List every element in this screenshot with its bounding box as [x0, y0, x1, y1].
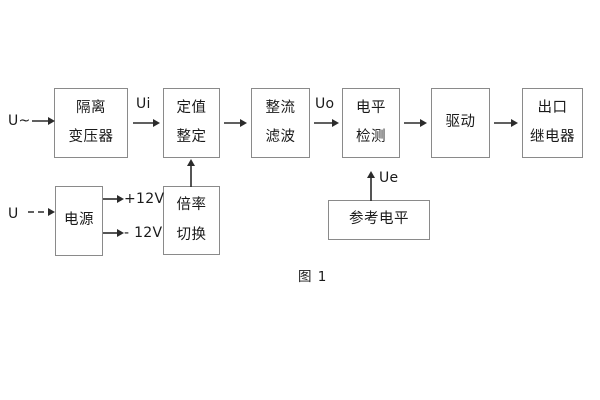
block-rectify-filter[interactable]: 整流 滤波 — [251, 88, 310, 158]
block-level-detection[interactable]: 电平 检测 — [342, 88, 400, 158]
block-power-supply[interactable]: 电源 — [55, 186, 103, 256]
block-label-line2: 切换 — [176, 226, 207, 243]
signal-label-ui: Ui — [136, 96, 151, 112]
signal-label-plus-12v: +12V — [124, 191, 165, 207]
arrow-level-detection-to-drive — [404, 118, 428, 128]
arrow-input-ac-to-isolation-transformer — [32, 116, 56, 126]
block-label-line1: 隔离 — [76, 99, 106, 116]
block-label-line1: 参考电平 — [349, 211, 409, 228]
block-multiplier-switch[interactable]: 倍率 切换 — [163, 186, 220, 255]
signal-label-minus-12v: - 12V — [124, 225, 163, 241]
signal-label-ue: Ue — [379, 170, 399, 186]
arrow-input-dc-to-power-supply — [28, 207, 56, 217]
block-label-line2: 整定 — [176, 129, 207, 145]
block-label-line1: 定值 — [176, 99, 207, 116]
block-label-line1: 驱动 — [445, 114, 476, 131]
arrow-power-supply-to-minus-12v — [103, 228, 125, 238]
arrow-power-supply-to-plus-12v — [103, 194, 125, 204]
block-label-line2: 滤波 — [265, 129, 296, 145]
arrow-setting-value-to-rectify-filter — [224, 118, 248, 128]
arrow-rectify-filter-to-level-detection — [314, 118, 340, 128]
block-label-line2: 检测 — [356, 129, 386, 145]
block-label-line1: 电平 — [356, 99, 386, 116]
arrow-multiplier-switch-to-setting-value — [186, 158, 196, 187]
arrow-drive-to-output-relay — [494, 118, 519, 128]
block-label-line1: 倍率 — [176, 197, 207, 214]
block-drive[interactable]: 驱动 — [431, 88, 490, 158]
block-label-line1: 电源 — [64, 212, 94, 229]
signal-label-input-dc: U — [8, 206, 19, 222]
block-reference-level[interactable]: 参考电平 — [328, 200, 430, 240]
block-setting-value[interactable]: 定值 整定 — [163, 88, 220, 158]
block-label-line1: 出口 — [537, 99, 568, 116]
arrow-reference-level-to-level-detection — [366, 170, 376, 201]
signal-label-input-ac: U~ — [8, 113, 31, 129]
signal-label-uo: Uo — [315, 96, 335, 112]
block-label-line2: 继电器 — [530, 129, 575, 145]
block-isolation-transformer[interactable]: 隔离 变压器 — [54, 88, 128, 158]
figure-caption: 图 1 — [298, 269, 328, 285]
arrow-isolation-transformer-to-setting-value — [133, 118, 161, 128]
block-output-relay[interactable]: 出口 继电器 — [522, 88, 583, 158]
block-label-line1: 整流 — [265, 99, 296, 116]
block-label-line2: 变压器 — [68, 129, 114, 145]
